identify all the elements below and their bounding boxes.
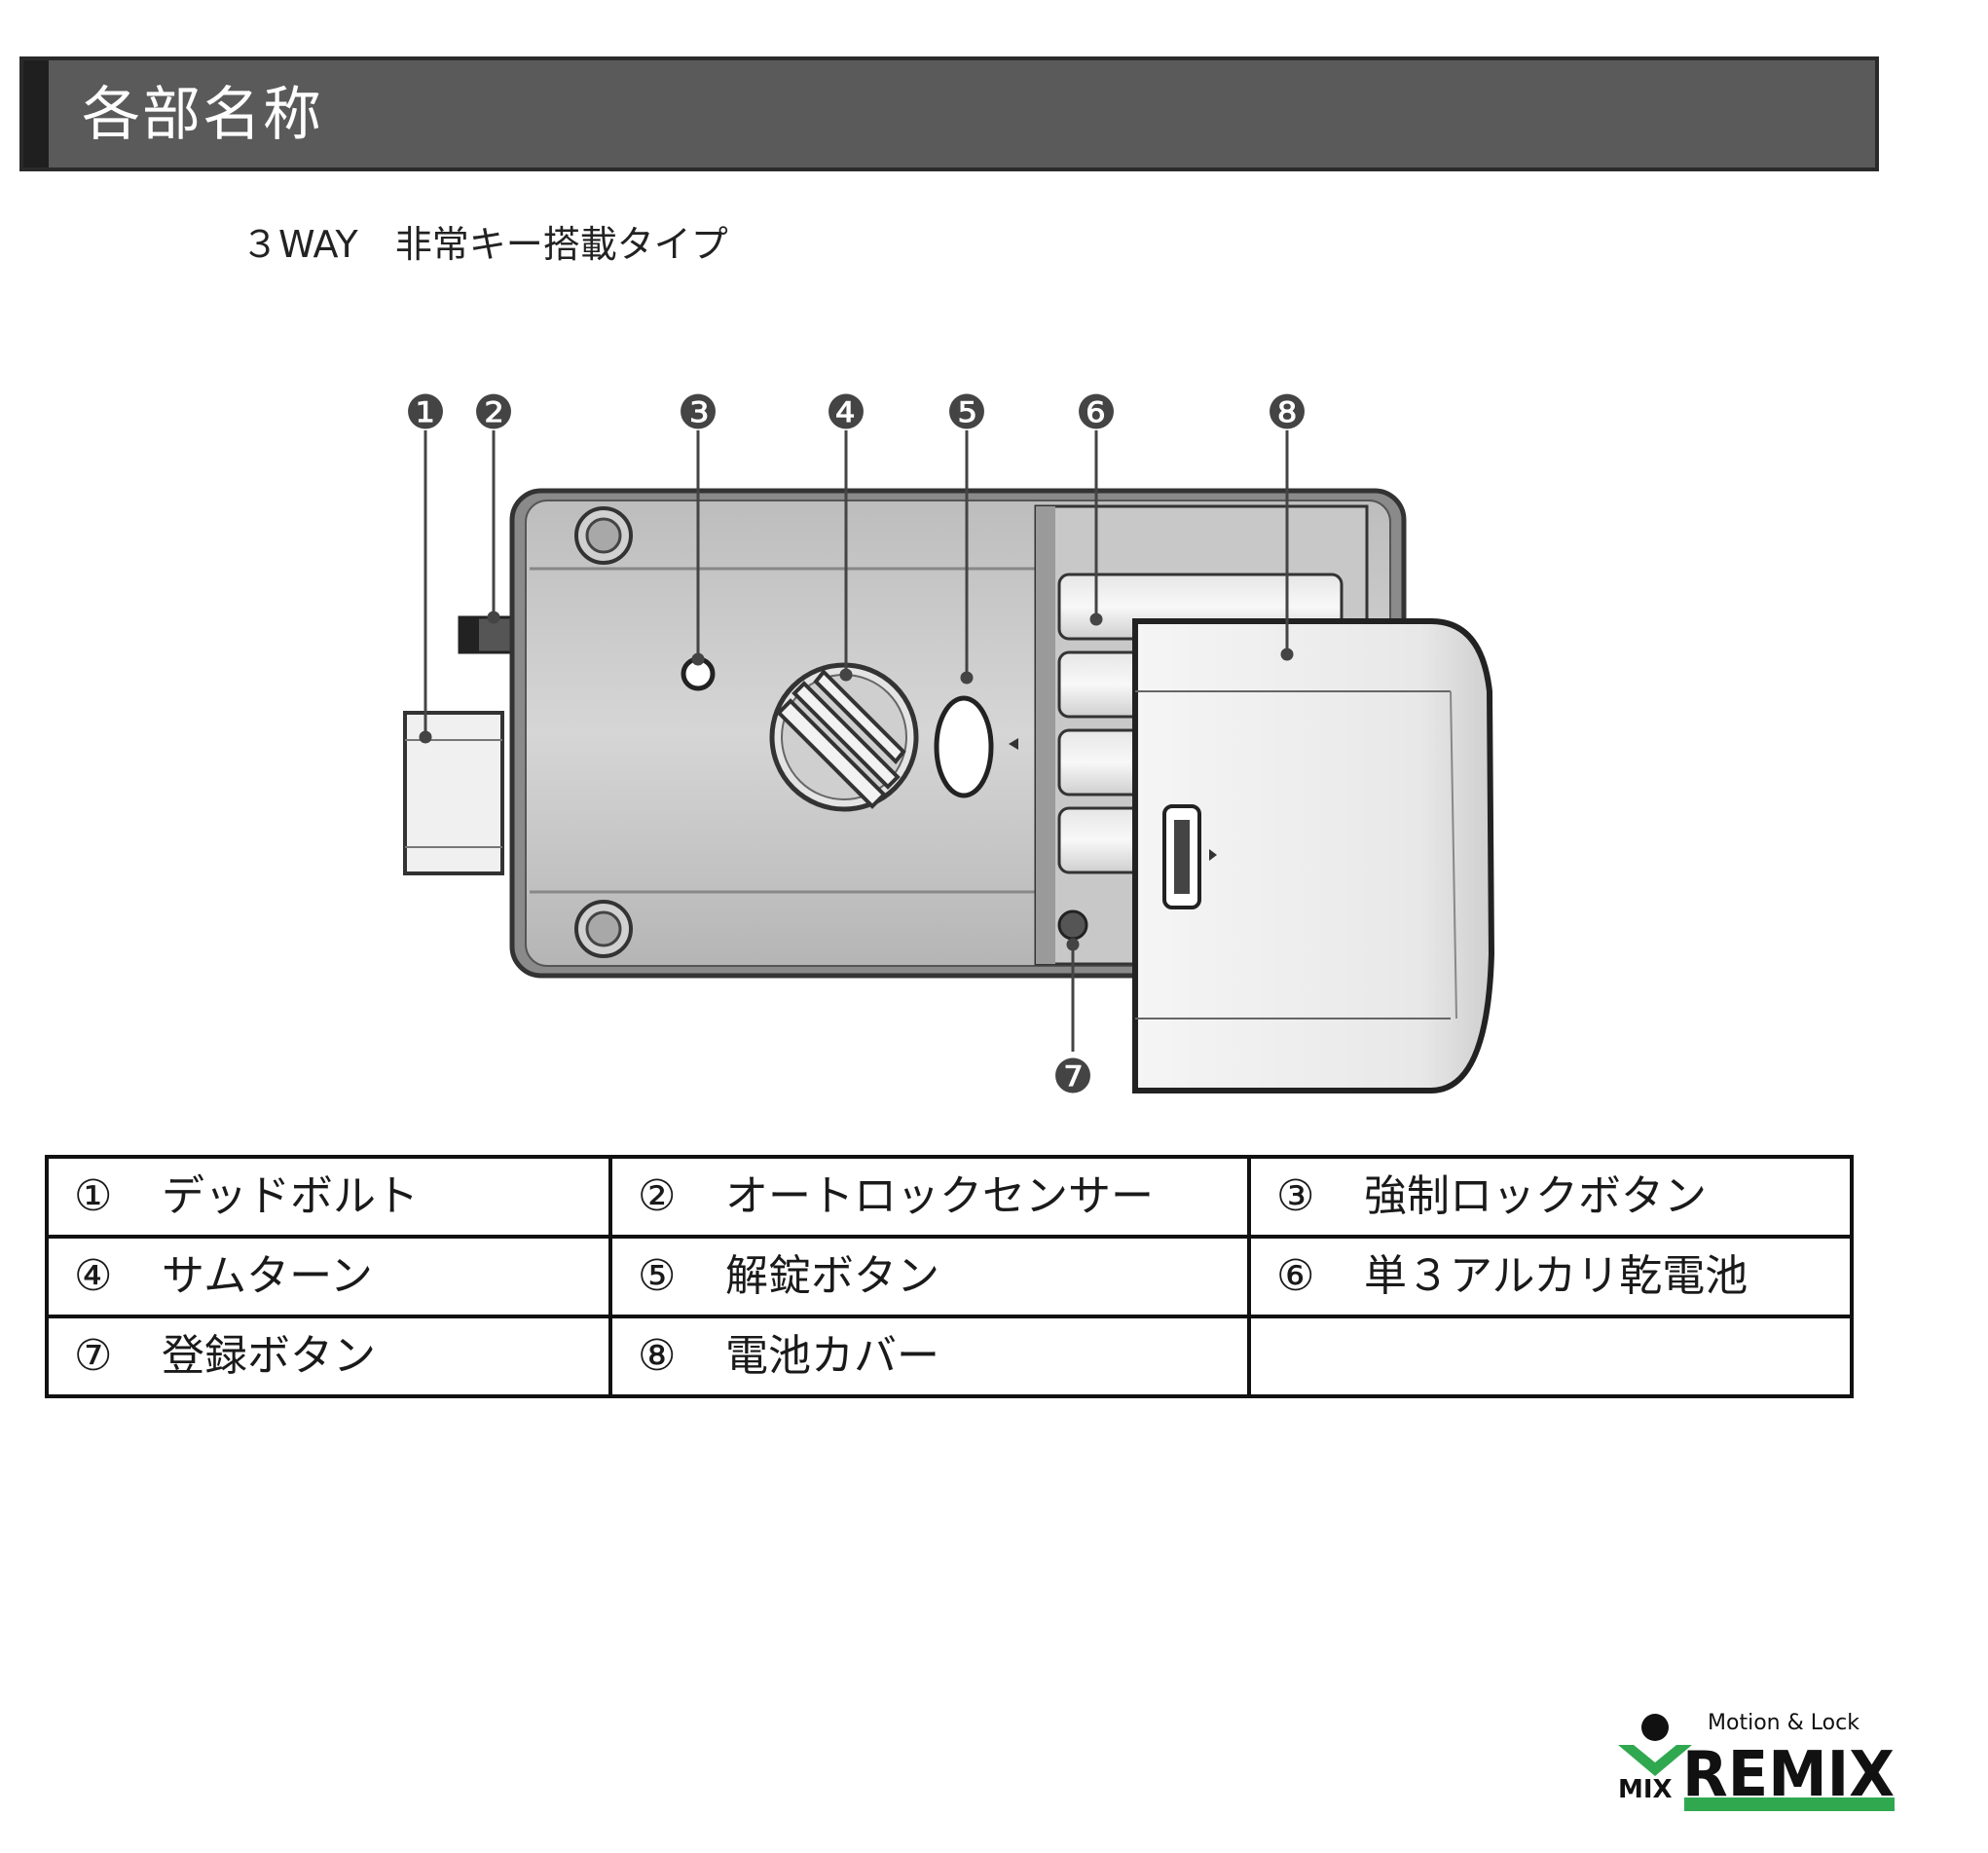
table-row: ④ サムターン ⑤ 解錠ボタン ⑥ 単３アルカリ乾電池 [45,1235,1854,1318]
part-label: 解錠ボタン [725,1251,939,1301]
table-cell: ⑧ 電池カバー [608,1315,1251,1398]
battery-cover [1132,618,1495,1093]
unlock-button [934,695,994,798]
screw-icon [574,506,633,565]
part-label: オートロックセンサー [725,1171,1154,1221]
table-cell: ⑦ 登録ボタン [45,1315,612,1398]
callout-7: ❼ [1051,1050,1093,1104]
table-cell: ③ 強制ロックボタン [1247,1155,1854,1239]
callout-2: ❷ [472,386,514,440]
logo-prefix: MIX [1618,1775,1673,1804]
part-label: 強制ロックボタン [1364,1171,1707,1221]
registration-button [1057,909,1088,941]
remix-logo: Motion & Lock MIX REMIX [1618,1711,1895,1811]
logo-brand: REMIX [1682,1739,1895,1811]
part-number: ① [74,1171,113,1221]
part-number: ⑦ [74,1331,113,1381]
callout-4: ❹ [825,386,866,440]
part-label: デッドボルト [162,1171,419,1221]
lock-diagram: ❶ ❷ ❸ ❹ ❺ ❻ ❽ ❼ [403,386,1495,1104]
thumb-turn [769,662,919,812]
part-number: ② [638,1171,677,1221]
part-number: ④ [74,1251,113,1301]
table-cell: ⑥ 単３アルカリ乾電池 [1247,1235,1854,1318]
part-number: ⑧ [638,1331,677,1381]
table-cell: ④ サムターン [45,1235,612,1318]
callout-3: ❸ [677,386,718,440]
part-number: ③ [1276,1171,1315,1221]
table-cell: ② オートロックセンサー [608,1155,1251,1239]
callout-8: ❽ [1266,386,1307,440]
parts-table: ① デッドボルト ② オートロックセンサー ③ 強制ロックボタン ④ サムターン ⑤ 解錠… [45,1155,1854,1398]
screw-icon [574,900,633,958]
section-title: 各部名称 [82,81,323,149]
table-cell: ⑤ 解錠ボタン [608,1235,1251,1318]
logo-tagline: Motion & Lock [1708,1711,1859,1735]
part-label: 登録ボタン [162,1331,376,1381]
table-cell: ① デッドボルト [45,1155,612,1239]
callout-6: ❻ [1075,386,1117,440]
callout-1: ❶ [404,386,446,440]
part-number: ⑥ [1276,1251,1315,1301]
model-subtitle: ３WAY 非常キー搭載タイプ [241,223,728,266]
callout-5: ❺ [945,386,987,440]
section-header: 各部名称 [19,56,1879,171]
part-number: ⑤ [638,1251,677,1301]
table-cell-empty [1247,1315,1854,1398]
part-label: 電池カバー [725,1331,939,1381]
table-row: ① デッドボルト ② オートロックセンサー ③ 強制ロックボタン [45,1155,1854,1239]
part-label: 単３アルカリ乾電池 [1364,1251,1749,1301]
table-row: ⑦ 登録ボタン ⑧ 電池カバー [45,1315,1854,1398]
part-label: サムターン [162,1251,373,1301]
